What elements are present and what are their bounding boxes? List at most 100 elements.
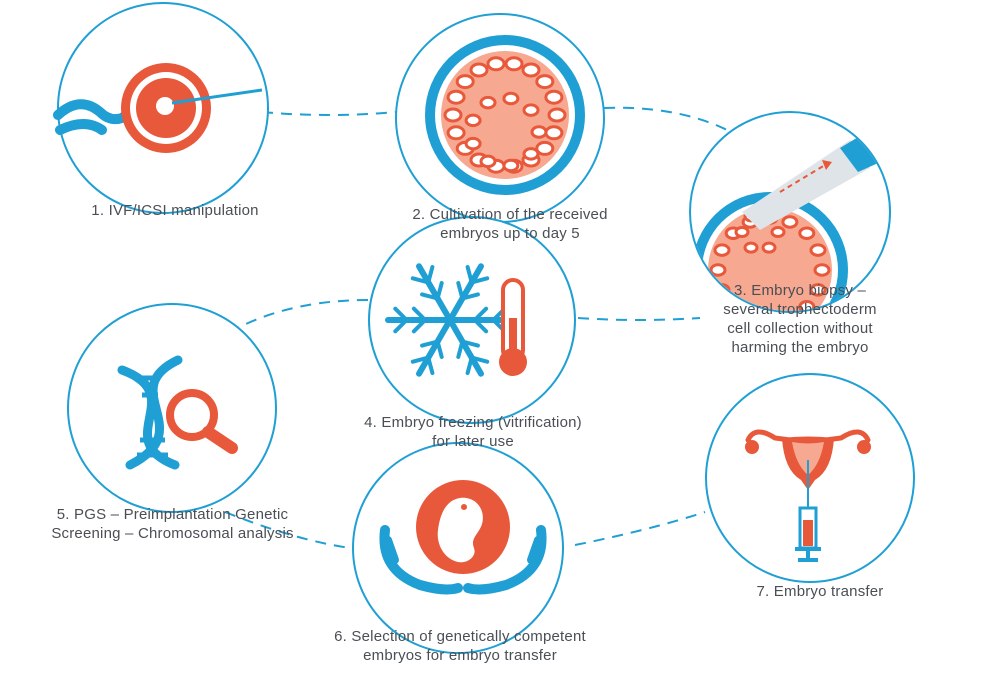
cell-icon [469,62,489,78]
connector-2-3 [603,106,746,141]
cell-icon [479,154,497,169]
snowflake-arm [447,317,484,377]
step-2-number: 2. [412,206,426,223]
snowflake-branch [420,339,440,348]
cell-icon [522,147,540,161]
step-6-number: 6. [334,628,348,645]
step-4-caption: 4. Embryo freezing (vitrification) for l… [318,394,628,470]
snowflake-branch [411,306,428,322]
step-2-icon-circle [395,13,605,223]
snowflake-branch [460,339,480,348]
snowflake-branch [393,318,409,334]
connector-5-6 [224,511,351,549]
cell-icon [713,243,731,257]
snowflake-branch [411,318,428,334]
step-5-label: PGS – Preimplantation Genetic Screening … [51,506,294,542]
cell-icon [709,263,727,277]
step-6-caption: 6. Selection of genetically competent em… [295,608,625,684]
cell-icon [743,241,759,254]
cell-icon [455,74,475,90]
step-7-text: 7. Embryo transfer [720,582,920,601]
connector-6-7 [574,511,706,546]
cell-icon [479,95,497,110]
step-6-label: Selection of genetically competent embry… [351,628,586,664]
cell-icon [770,226,786,238]
snowflake-branch [472,318,489,334]
cell-icon [464,136,482,151]
snowflake-branch [435,339,444,359]
snowflake-branch [456,281,465,301]
cell-icon [530,125,548,139]
snowflake-branch [456,339,465,359]
cell-icon [734,226,750,238]
step-2-caption: 2. Cultivation of the received embryos u… [370,186,650,262]
snowflake-thermometer-icon [385,263,527,377]
step-1-number: 1. [91,202,105,219]
snowflake-branch [460,292,480,301]
cell-icon [761,241,777,254]
cell-icon [446,125,466,141]
step-3-text: 3. Embryo biopsy – several trophectoderm… [685,281,915,357]
cell-icon [502,158,520,173]
cell-icon [522,103,540,117]
step-6-text: 6. Selection of genetically competent em… [295,627,625,665]
snowflake-arm [416,317,453,377]
snowflake-branch [465,355,474,375]
cell-icon [809,243,827,257]
snowflake-branch [465,265,474,285]
step-3-label: Embryo biopsy – several trophectoderm ce… [723,282,877,356]
step-4-number: 4. [364,414,378,431]
uterus-syringe-icon [745,429,871,562]
snowflake-branch [426,265,435,285]
dna-magnifier-icon [117,355,238,470]
snowflake-branch [469,276,490,285]
step-7-icon-circle [705,373,915,583]
cell-icon [781,215,799,229]
step-4-label: Embryo freezing (vitrification) for late… [381,414,582,450]
blastocyst-icon [425,35,585,195]
step-3-number: 3. [733,282,747,299]
step-5-text: 5. PGS – Preimplantation Genetic Screeni… [20,505,325,543]
cell-icon [813,263,831,277]
cell-icon [486,56,506,72]
step-2-label: Cultivation of the received embryos up t… [429,206,608,242]
snowflake-branch [410,355,431,364]
cell-icon [544,125,564,141]
cell-icon [544,89,564,105]
step-6-icon-circle [352,442,564,654]
step-7-caption: 7. Embryo transfer [720,563,920,620]
step-4-icon-circle [368,216,576,424]
step-4-text: 4. Embryo freezing (vitrification) for l… [318,413,628,451]
pipette-egg-icon [53,63,263,153]
cell-icon [504,56,524,72]
step-1-text: 1. IVF/ICSI manipulation [55,201,295,220]
snowflake-branch [435,281,444,301]
step-1-caption: 1. IVF/ICSI manipulation [55,182,295,239]
cell-icon [502,91,520,106]
step-5-number: 5. [56,506,70,523]
cell-icon [547,107,567,123]
snowflake-branch [420,292,440,301]
step-2-text: 2. Cultivation of the received embryos u… [370,205,650,243]
snowflake-branch [393,306,409,322]
cell-icon [535,74,555,90]
step-1-icon-circle [53,2,269,214]
connector-3-4 [577,317,701,321]
snowflake-branch [410,276,431,285]
step-5-caption: 5. PGS – Preimplantation Genetic Screeni… [20,486,325,562]
snowflake-branch [426,355,435,375]
step-3-caption: 3. Embryo biopsy – several trophectoderm… [685,262,915,376]
step-7-number: 7. [756,583,770,600]
step-5-icon-circle [67,303,277,513]
cell-icon [521,62,541,78]
cell-icon [446,89,466,105]
cell-icon [443,107,463,123]
step-7-label: Embryo transfer [773,583,884,600]
connector-1-2 [261,111,397,116]
cell-icon [535,140,555,156]
snowflake-branch [472,306,489,322]
snowflake-arm [416,263,453,323]
cell-icon [798,226,816,240]
step-1-label: IVF/ICSI manipulation [108,202,259,219]
